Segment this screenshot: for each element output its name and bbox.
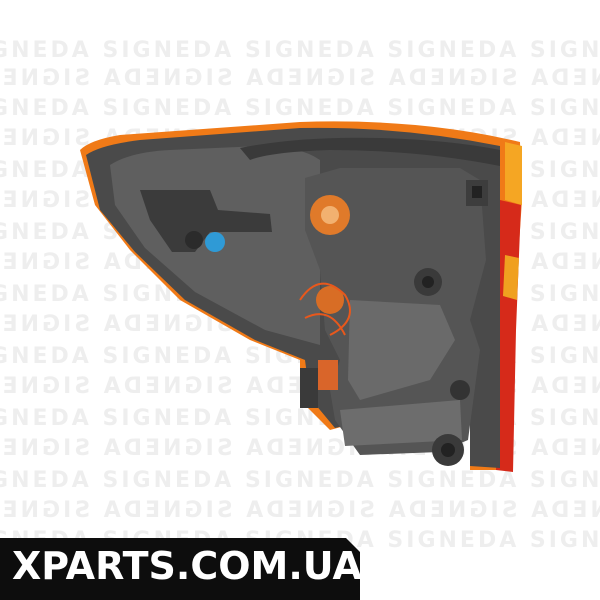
bulb-holder-core	[321, 206, 339, 224]
site-name: XPARTS.COM.UA	[12, 544, 362, 588]
mount-stud	[300, 368, 318, 408]
lens-right-amber-band	[503, 255, 519, 300]
watermark-text: SIGNEDA SIGNEDA SIGNEDA SIGNEDA SIGNEDA	[0, 468, 600, 493]
watermark-text: SIGNEDA SIGNEDA SIGNEDA SIGNEDA SIGNEDA	[0, 38, 600, 63]
blue-plug	[205, 232, 225, 252]
mount-hole	[185, 231, 203, 249]
bulb-holder-lower	[316, 286, 344, 314]
wire	[299, 282, 351, 336]
screw-boss-hole	[441, 443, 455, 457]
lens-right-strip	[505, 142, 522, 205]
housing-top-flange	[240, 137, 500, 166]
site-banner: XPARTS.COM.UA	[0, 538, 360, 600]
socket-ribs	[348, 300, 455, 400]
screw-boss	[450, 380, 470, 400]
connector-pin	[472, 186, 482, 198]
wire	[304, 313, 346, 336]
socket-ribs-2	[340, 400, 462, 446]
mount-bracket	[140, 190, 272, 252]
watermark-text: SIGNEDA SIGNEDA SIGNEDA SIGNEDA SIGNEDA	[0, 96, 600, 121]
screw-boss-hole	[422, 276, 434, 288]
bulb-lower	[318, 360, 338, 390]
